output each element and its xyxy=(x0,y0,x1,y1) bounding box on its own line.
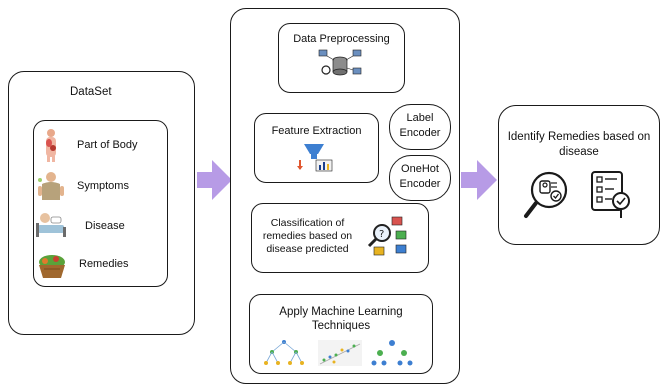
label-encoder-label-line1: Label xyxy=(406,112,434,124)
dataset-to-pipeline-arrow xyxy=(197,160,232,200)
feature-funnel-chart-icon xyxy=(297,144,333,172)
feature-extraction-label: Feature Extraction xyxy=(271,125,362,137)
scatter-plot-thumbnail xyxy=(318,340,362,366)
cluster-tree-thumbnail xyxy=(371,340,413,366)
classification-label-line3: disease predicted xyxy=(266,243,349,255)
search-user-icon xyxy=(524,171,568,218)
preprocessing-label: Data Preprocessing xyxy=(293,33,390,45)
classification-label-line1: Classification of xyxy=(270,217,345,229)
body-organs-icon xyxy=(46,129,56,162)
checklist-icon xyxy=(591,171,630,218)
svg-text:?: ? xyxy=(379,229,384,240)
label-encoder-box xyxy=(389,104,451,150)
dataset-item-label: Part of Body xyxy=(77,139,138,151)
classification-label-line2: remedies based on xyxy=(262,230,353,242)
preprocessing-box xyxy=(278,23,405,93)
output-label-line2: disease xyxy=(559,146,599,158)
pipeline-to-output-arrow xyxy=(461,160,497,200)
magnifier-classification-icon: ? xyxy=(367,216,407,256)
output-panel xyxy=(498,105,660,245)
dataset-item-label: Disease xyxy=(85,220,125,232)
ml-label-line1: Apply Machine Learning xyxy=(279,306,403,318)
ml-algorithm-thumbnails-icon xyxy=(264,340,413,366)
dataset-item-label: Remedies xyxy=(79,258,129,270)
onehot-encoder-box xyxy=(389,155,451,201)
sick-person-icon xyxy=(38,172,64,200)
label-encoder-label-line2: Encoder xyxy=(399,127,441,139)
onehot-encoder-label-line1: OneHot xyxy=(401,163,439,175)
identify-remedy-icon xyxy=(524,171,630,218)
decision-tree-thumbnail xyxy=(264,340,304,365)
patient-in-bed-icon xyxy=(36,213,66,237)
dataset-item-label: Symptoms xyxy=(77,180,129,192)
dataset-title: DataSet xyxy=(70,86,112,98)
onehot-encoder-label-line2: Encoder xyxy=(399,178,441,190)
database-network-icon xyxy=(318,49,362,76)
herbs-basket-icon xyxy=(39,255,65,278)
ml-label-line2: Techniques xyxy=(311,320,371,332)
output-label-line1: Identify Remedies based on xyxy=(507,131,651,143)
machine-learning-box xyxy=(249,294,433,374)
